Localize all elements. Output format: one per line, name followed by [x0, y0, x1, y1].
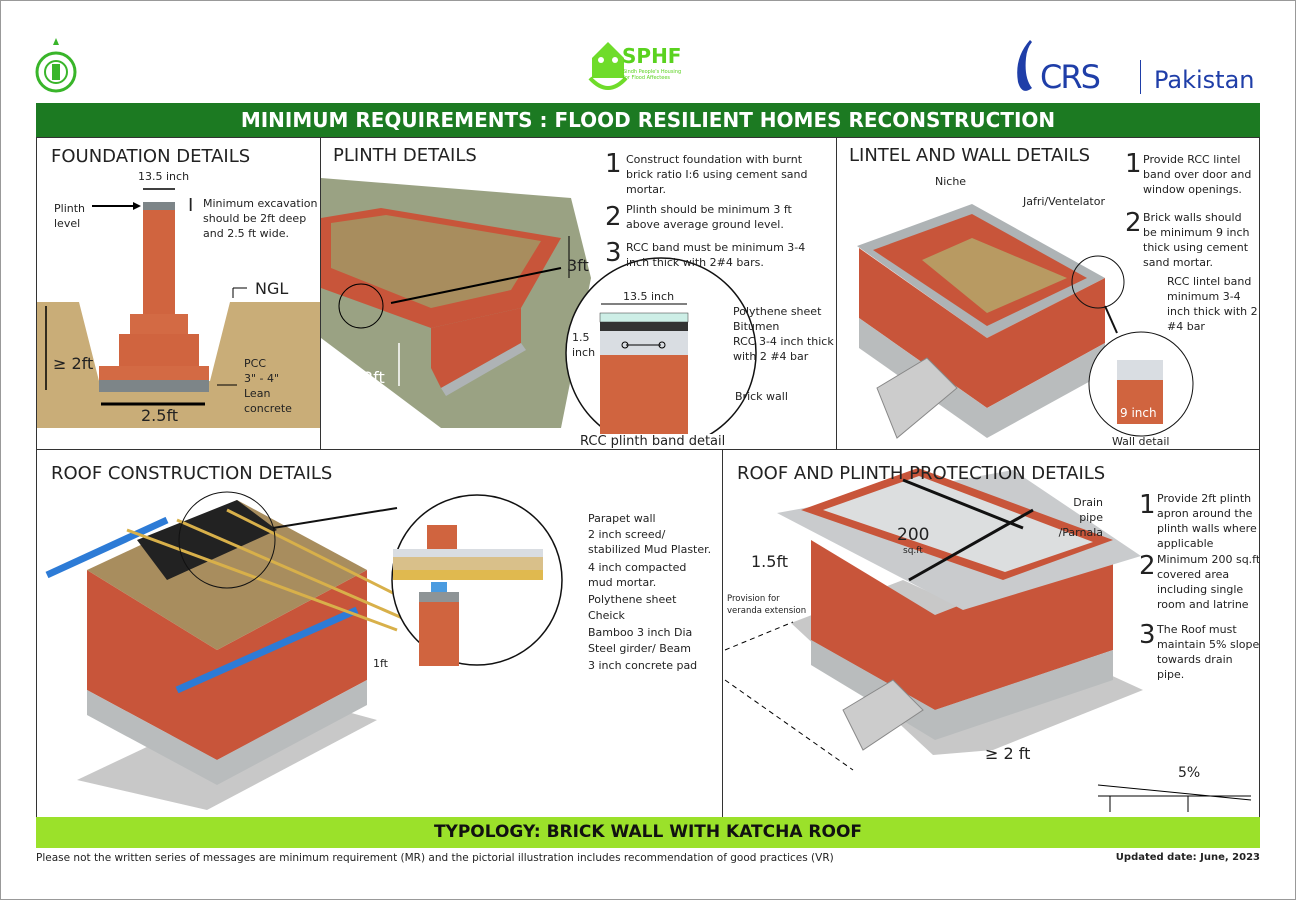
sindh-govt-emblem-logo [35, 38, 77, 93]
roof-layer-label: Steel girder/ Beam [588, 642, 691, 655]
lintel-panel: LINTEL AND WALL DETAILS Niche Jafri/Vent… [836, 137, 1260, 450]
crs-country: Pakistan [1154, 66, 1255, 94]
area-label: 200 [897, 525, 930, 545]
crs-logo: CRS Pakistan [1012, 38, 1262, 98]
foundation-panel: FOUNDATION DETAILS 13.5 inch Plinth leve… [36, 137, 321, 450]
drain-pipe-label: Drain pipe /Parnala [1058, 496, 1103, 539]
protection-note-number: 2 [1139, 551, 1156, 581]
disclaimer: Please not the written series of message… [36, 852, 834, 864]
protection-title: ROOF AND PLINTH PROTECTION DETAILS [737, 463, 1106, 484]
wall-detail-caption: Wall detail [1112, 435, 1170, 448]
roof-layer-label: 3 inch concrete pad [588, 659, 698, 672]
protection-illustration [724, 468, 1252, 812]
protection-note-number: 3 [1139, 620, 1156, 650]
lintel-note: Provide RCC lintel band over door and wi… [1143, 153, 1252, 196]
foundation-title: FOUNDATION DETAILS [51, 146, 251, 167]
detail-layer-label: Polythene sheet [733, 305, 822, 318]
plinth-level-label: Plinth level [54, 202, 86, 230]
detail-layer-label: RCC 3-4 inch thick with 2 #4 bar [733, 335, 834, 363]
plinth-depth-label: 2ft [363, 368, 385, 387]
detail-layer-label: Brick wall [735, 390, 788, 403]
lintel-title: LINTEL AND WALL DETAILS [849, 145, 1091, 166]
niche-label: Niche [935, 175, 967, 188]
foundation-illustration [37, 188, 320, 428]
sphf-logo-text: SPHF [622, 44, 682, 68]
jafri-label: Jafri/Ventelator [1023, 195, 1105, 208]
plinth-title: PLINTH DETAILS [333, 145, 477, 166]
pcc-label: PCC [244, 357, 266, 370]
protection-panel: ROOF AND PLINTH PROTECTION DETAILS Drain… [722, 449, 1260, 818]
lintel-note-number: 2 [1125, 208, 1142, 238]
apron-label: ≥ 2 ft [985, 744, 1031, 763]
protection-note: The Roof must maintain 5% slope towards … [1157, 623, 1260, 681]
protection-note: Provide 2ft plinth apron around the plin… [1157, 492, 1257, 550]
roof-layer-label: 2 inch screed/ stabilized Mud Plaster. [588, 528, 712, 556]
roof-title: ROOF CONSTRUCTION DETAILS [51, 463, 333, 484]
plinth-panel: PLINTH DETAILS 3ft 2ft 1 Construct found… [320, 137, 837, 450]
roof-layer-label: Cheick [588, 609, 625, 622]
page-title: MINIMUM REQUIREMENTS : FLOOD RESILIENT H… [36, 103, 1260, 137]
foundation-width-label: 13.5 inch [138, 170, 190, 183]
wall-width-label: 9 inch [1120, 406, 1157, 420]
roof-layer-label: 4 inch compacted mud mortar. [588, 561, 687, 589]
roof-layer-label: Bamboo 3 inch Dia [588, 626, 693, 639]
roof-layer-label: Polythene sheet [588, 593, 677, 606]
plinth-height-label: 3ft [567, 256, 589, 275]
plinth-note: Plinth should be minimum 3 ft above aver… [626, 203, 792, 231]
sphf-logo-subtitle: Sindh People's Housing for Flood Affecte… [623, 69, 682, 81]
base-width-label: 2.5ft [141, 406, 179, 425]
detail-width-label: 13.5 inch [623, 290, 675, 303]
plinth-note: Construct foundation with burnt brick ra… [626, 153, 808, 196]
plinth-note-number: 1 [605, 149, 622, 179]
slope-label: 5% [1178, 765, 1201, 781]
plinth-note: RCC band must be minimum 3-4 inch thick … [626, 241, 806, 269]
plinth-note-number: 3 [605, 238, 622, 268]
roof-construction-panel: ROOF CONSTRUCTION DETAILS 1ft Parapet wa… [36, 449, 723, 818]
lintel-illustration [857, 204, 1194, 439]
typology-banner: TYPOLOGY: BRICK WALL WITH KATCHA ROOF [36, 817, 1260, 848]
pcc-type: Lean concrete [244, 387, 292, 415]
pcc-thickness: 3" - 4" [244, 372, 280, 385]
updated-date: Updated date: June, 2023 [1115, 852, 1260, 863]
lintel-note: Brick walls should be minimum 9 inch thi… [1143, 211, 1250, 269]
detail-caption: RCC plinth band detail [580, 434, 726, 449]
protection-note: Minimum 200 sq.ft covered area including… [1157, 553, 1260, 611]
foundation-note: Minimum excavation should be 2ft deep an… [203, 197, 318, 240]
sphf-logo: SPHF Sindh People's Housing for Flood Af… [588, 38, 688, 98]
detail-cover-label: 1.5 inch [572, 331, 596, 359]
lintel-band-note: RCC lintel band minimum 3-4 inch thick w… [1167, 275, 1258, 333]
crs-divider [1140, 60, 1141, 94]
roof-overhang-label: 1.5ft [751, 552, 789, 571]
lintel-note-number: 1 [1125, 149, 1142, 179]
roof-illustration [45, 491, 563, 810]
detail-layer-label: Bitumen [733, 320, 780, 333]
area-unit: sq.ft [903, 546, 923, 556]
depth-label: ≥ 2ft [53, 354, 94, 373]
ngl-label: NGL [255, 279, 289, 298]
plinth-illustration [321, 178, 757, 449]
roof-overhang-label: 1ft [373, 657, 388, 670]
foundation-step-number: I [188, 195, 194, 216]
veranda-label: Provision for veranda extension [727, 594, 807, 616]
roof-layer-label: Parapet wall [588, 512, 656, 525]
crs-logo-text: CRS [1040, 58, 1101, 96]
protection-note-number: 1 [1139, 490, 1156, 520]
plinth-note-number: 2 [605, 202, 622, 232]
